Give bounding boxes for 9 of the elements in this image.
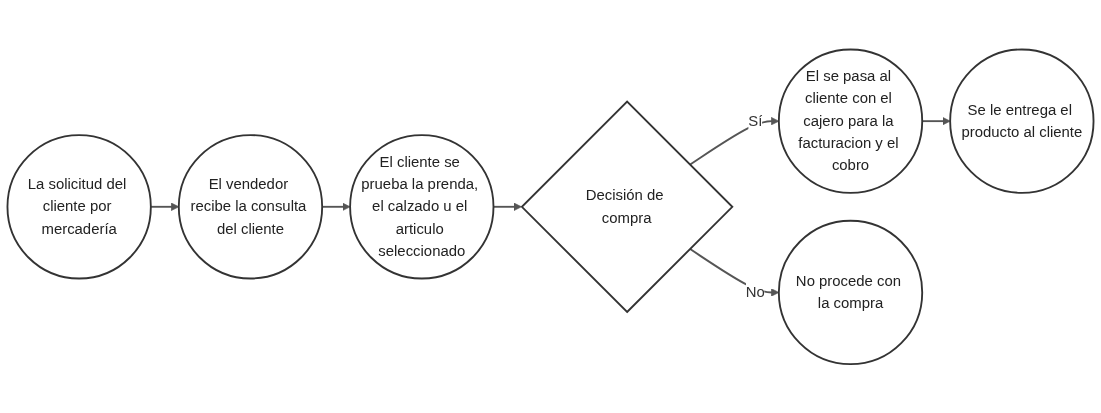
node-circle: La solicitud del cliente por mercadería — [6, 133, 152, 280]
node-circle: El vendedor recibe la consulta del cliente — [177, 133, 324, 280]
node-circle: El cliente se prueba la prenda, el calzado u el articulo seleccionado — [349, 133, 495, 280]
edge-label: No — [745, 283, 765, 300]
node-diamond: Decisión de compra — [520, 99, 734, 314]
edge-label: Sí — [748, 112, 763, 129]
node-circle: Se le entrega el producto al cliente — [949, 48, 1095, 194]
node-circle: El se pasa al cliente con el cajero para la facturacion y el cobro — [777, 48, 924, 194]
node-circle: No procede con la compra — [777, 219, 924, 365]
